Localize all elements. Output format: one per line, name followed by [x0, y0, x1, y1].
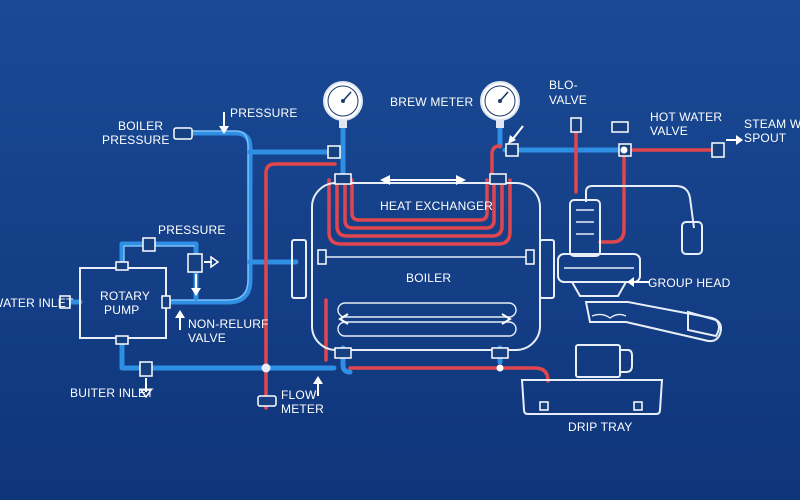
label-group-head: GROUP HEAD	[648, 276, 731, 290]
pressure-valve	[142, 237, 203, 273]
cup-icon	[575, 344, 633, 378]
label-brew-meter: BREW METER	[390, 95, 473, 109]
steam-spout-fitting	[711, 135, 743, 158]
pipe-junction	[620, 146, 628, 154]
label-boiler-pressure-2: PRESSURE	[102, 133, 170, 147]
label-water-inlet: WATER INLET	[0, 296, 74, 310]
label-non-return-2: VALVE	[188, 331, 226, 345]
flow-arrow-icon	[508, 125, 524, 144]
water-inlet-fitting	[59, 295, 71, 309]
pressure-gauge-icon	[480, 81, 520, 128]
label-pressure-top: PRESSURE	[230, 106, 298, 120]
rotary-pump	[79, 261, 171, 345]
pressure-gauge-icon	[323, 81, 363, 128]
labels: BOILER PRESSURE PRESSURE BREW METER BLO-…	[0, 78, 800, 434]
boiler-pressure-fitting	[173, 112, 229, 140]
label-flow-meter-1: FLOW	[281, 388, 317, 402]
label-non-return-1: NON-RELURF	[188, 317, 269, 331]
label-boiler-pressure-1: BOILER	[118, 119, 163, 133]
label-steam-wand-1: STEAM WAND	[744, 117, 800, 131]
gauge-fitting	[327, 145, 341, 159]
label-blo-valve-2: VALVE	[549, 93, 587, 107]
label-hot-water-valve-1: HOT WATER	[650, 110, 722, 124]
label-rotary-pump-2: PUMP	[104, 303, 139, 317]
label-buiter-inlet: BUITER INLET	[70, 386, 154, 400]
valve-icon	[611, 121, 632, 157]
label-steam-wand-2: SPOUT	[744, 131, 787, 145]
label-pressure-mid: PRESSURE	[158, 223, 226, 237]
portafilter-icon	[584, 301, 722, 343]
drip-tray	[520, 379, 664, 415]
group-head	[557, 185, 703, 297]
label-heat-exchanger: HEAT EXCHANGER	[380, 199, 493, 213]
boiler	[291, 173, 555, 359]
buiter-inlet-fitting	[139, 361, 153, 399]
label-flow-meter-2: METER	[281, 402, 324, 416]
valve-icon	[570, 117, 582, 133]
label-drip-tray: DRIP TRAY	[568, 420, 632, 434]
flow-meter	[257, 363, 323, 407]
gauge-fitting	[505, 143, 519, 157]
label-hot-water-valve-2: VALVE	[650, 124, 688, 138]
label-rotary-pump-1: ROTARY	[100, 289, 150, 303]
pipe-junction	[496, 364, 504, 372]
label-blo-valve-1: BLO-	[549, 78, 578, 92]
flow-arrow-icon	[175, 310, 185, 330]
heat-exchanger-arrow-icon	[380, 175, 466, 185]
label-boiler: BOILER	[406, 271, 451, 285]
hot-water-pipes	[264, 128, 716, 410]
flow-arrow-icon	[191, 255, 220, 296]
flow-arrow-icon	[338, 313, 512, 325]
